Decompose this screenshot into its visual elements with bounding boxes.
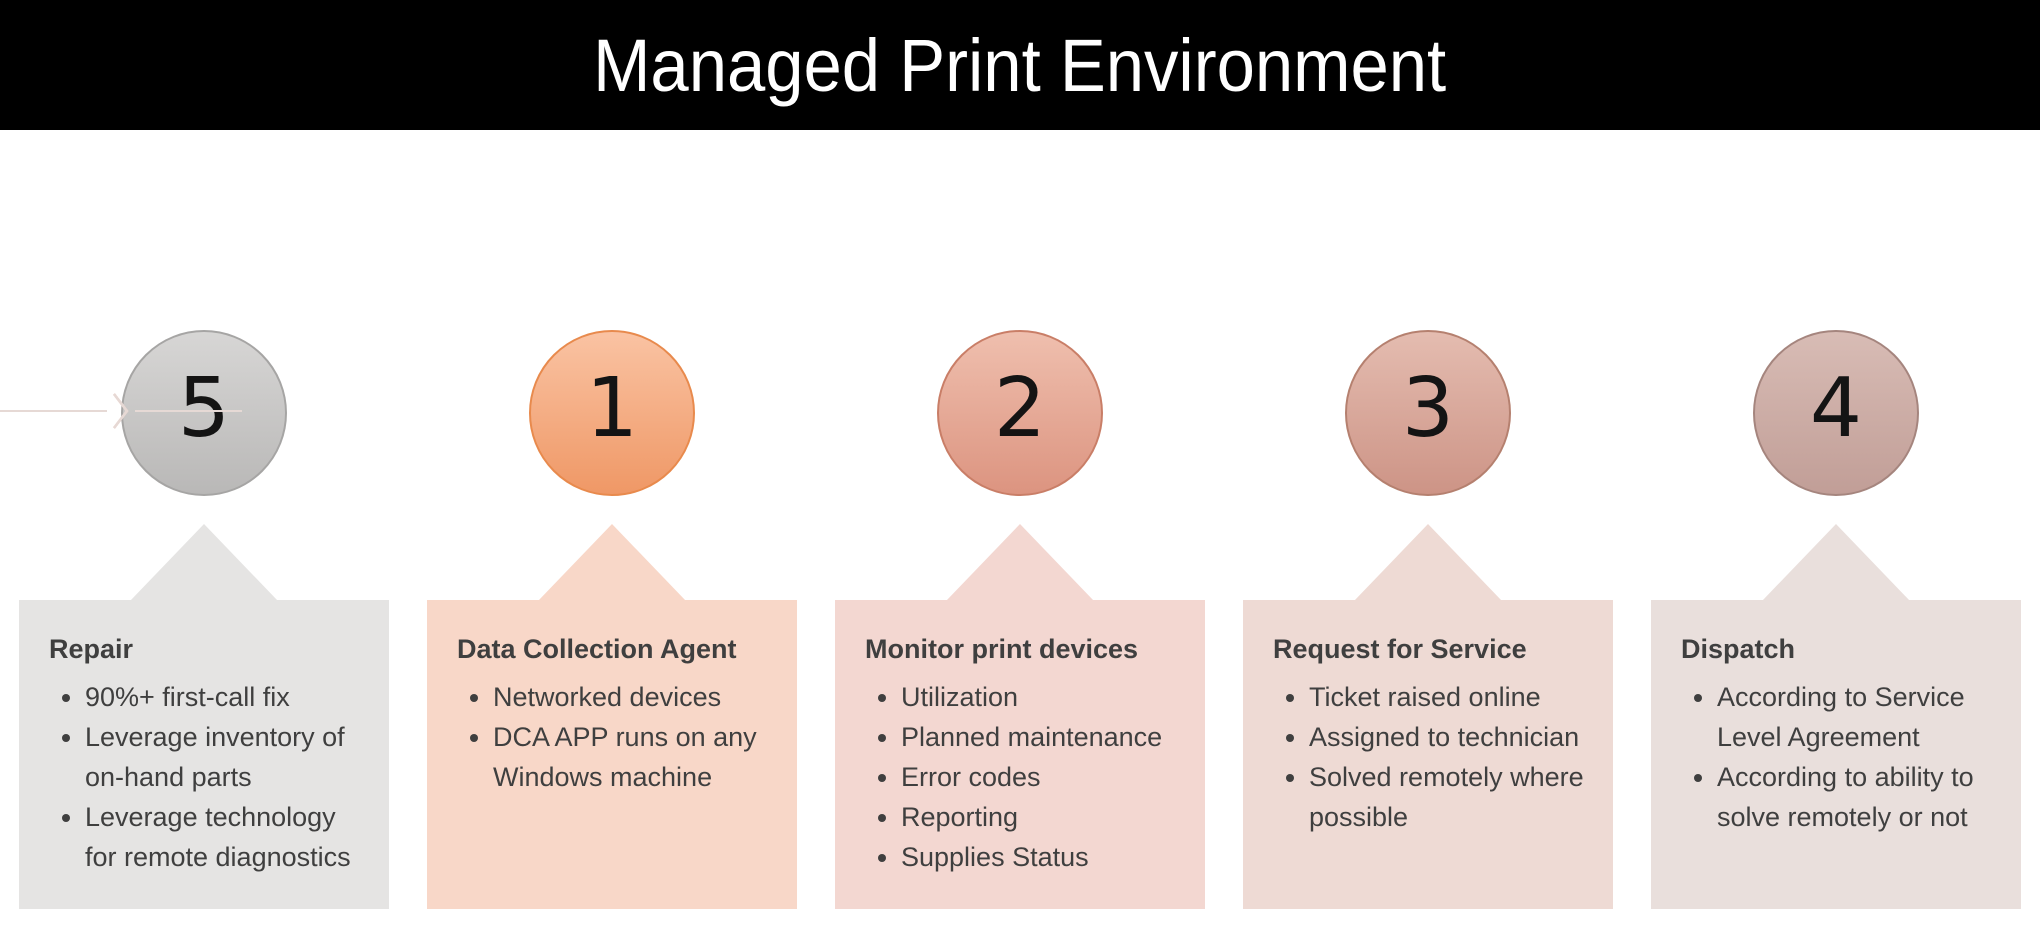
panel-heading: Data Collection Agent <box>457 634 737 664</box>
panel-bullet-list: According to Service Level Agreement Acc… <box>1681 677 1997 837</box>
pointer-triangle <box>130 524 278 601</box>
step-column-1: 1 Data Collection Agent Networked device… <box>408 0 816 937</box>
step-number: 4 <box>1809 361 1863 456</box>
step-circle-1: 1 <box>529 330 695 496</box>
panel-bullet-list: Ticket raised online Assigned to technic… <box>1273 677 1589 837</box>
step-number: 2 <box>993 361 1047 456</box>
title-bar: Managed Print Environment <box>0 0 2040 130</box>
bullet-item: According to ability to solve remotely o… <box>1717 757 1997 837</box>
panel-bullet-list: Utilization Planned maintenance Error co… <box>865 677 1181 877</box>
step-panel-dispatch: Dispatch According to Service Level Agre… <box>1651 600 2021 909</box>
bullet-item: 90%+ first-call fix <box>85 677 365 717</box>
pointer-triangle <box>1762 524 1910 601</box>
chevron-right-icon <box>113 393 129 429</box>
connector-line <box>135 410 242 412</box>
bullet-item: Assigned to technician <box>1309 717 1589 757</box>
pointer-triangle <box>946 524 1094 601</box>
panel-bullet-list: 90%+ first-call fix Leverage inventory o… <box>49 677 365 877</box>
step-column-3: 3 Request for Service Ticket raised onli… <box>1224 0 1632 937</box>
page-title: Managed Print Environment <box>593 23 1447 107</box>
step-number: 1 <box>585 361 639 456</box>
bullet-item: Networked devices <box>493 677 773 717</box>
bullet-item: DCA APP runs on any Windows machine <box>493 717 773 797</box>
step-column-4: 4 Dispatch According to Service Level Ag… <box>1632 0 2040 937</box>
connector-line <box>0 410 107 412</box>
step-circle-5: 5 <box>121 330 287 496</box>
step-column-5: 5 Repair 90%+ first-call fix Leverage in… <box>0 0 408 937</box>
bullet-item: Error codes <box>901 757 1181 797</box>
bullet-item: Reporting <box>901 797 1181 837</box>
bullet-item: Planned maintenance <box>901 717 1181 757</box>
pointer-triangle <box>538 524 686 601</box>
step-column-2: 2 Monitor print devices Utilization Plan… <box>816 0 1224 937</box>
step-panel-request-for-service: Request for Service Ticket raised online… <box>1243 600 1613 909</box>
step-panel-monitor-print-devices: Monitor print devices Utilization Planne… <box>835 600 1205 909</box>
bullet-item: According to Service Level Agreement <box>1717 677 1997 757</box>
panel-bullet-list: Networked devices DCA APP runs on any Wi… <box>457 677 773 797</box>
bullet-item: Leverage inventory of on-hand parts <box>85 717 365 797</box>
connector-4-5 <box>0 392 242 430</box>
panel-heading: Repair <box>49 634 134 664</box>
step-panel-data-collection-agent: Data Collection Agent Networked devices … <box>427 600 797 909</box>
step-circle-3: 3 <box>1345 330 1511 496</box>
step-circle-2: 2 <box>937 330 1103 496</box>
panel-heading: Request for Service <box>1273 634 1527 664</box>
bullet-item: Supplies Status <box>901 837 1181 877</box>
bullet-item: Ticket raised online <box>1309 677 1589 717</box>
step-panel-repair: Repair 90%+ first-call fix Leverage inve… <box>19 600 389 909</box>
step-circle-4: 4 <box>1753 330 1919 496</box>
bullet-item: Utilization <box>901 677 1181 717</box>
bullet-item: Leverage technology for remote diagnosti… <box>85 797 365 877</box>
panel-heading: Monitor print devices <box>865 634 1139 664</box>
panel-heading: Dispatch <box>1681 634 1796 664</box>
bullet-item: Solved remotely where possible <box>1309 757 1589 837</box>
step-number: 5 <box>177 361 231 456</box>
pointer-triangle <box>1354 524 1502 601</box>
step-number: 3 <box>1401 361 1455 456</box>
